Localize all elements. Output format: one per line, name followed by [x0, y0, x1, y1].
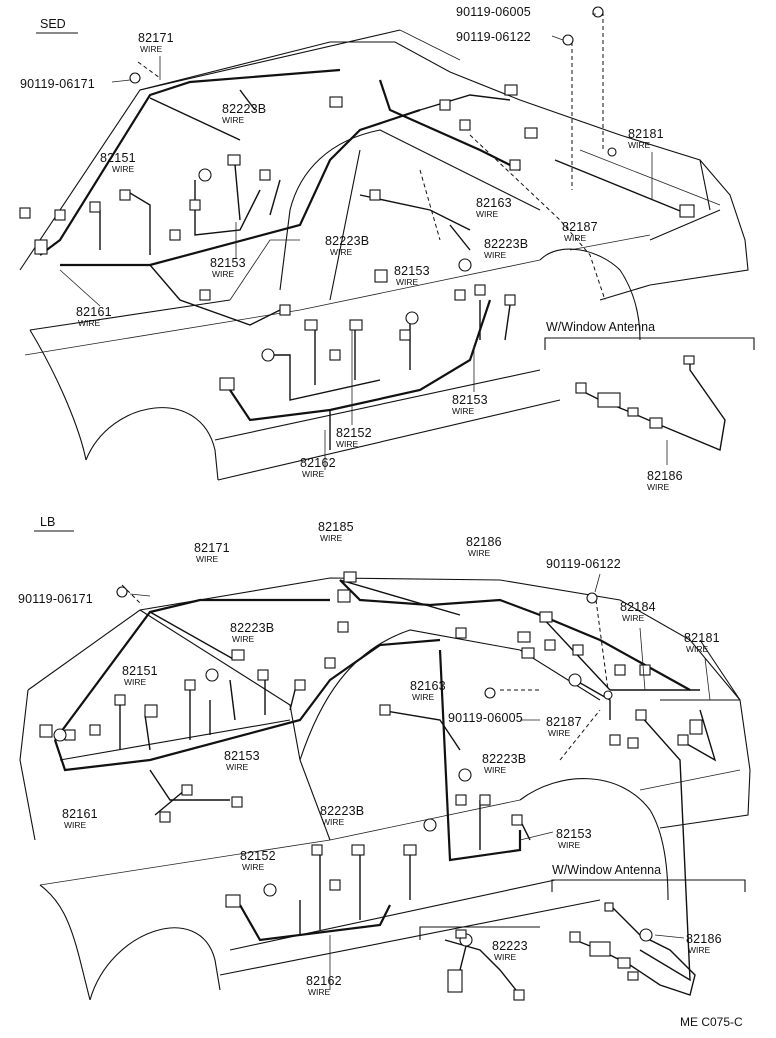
lb-sub-82184: WIRE: [622, 613, 645, 623]
sed-label-82223b-a: 82223B: [222, 102, 266, 116]
lb-label-82153-a: 82153: [224, 749, 260, 763]
sed-car-body: [19, 29, 749, 481]
sed-label-90119-06005: 90119-06005: [456, 5, 531, 19]
sed-sub-82153-b: WIRE: [396, 277, 419, 287]
lb-sub-82185: WIRE: [320, 533, 343, 543]
lb-sub-82223b-b: WIRE: [484, 765, 507, 775]
lb-sub-82171: WIRE: [196, 554, 219, 564]
sed-sub-82153-a: WIRE: [212, 269, 235, 279]
sed-window-antenna-box: W/Window Antenna: [544, 320, 755, 465]
lb-label-82186-b: 82186: [686, 932, 722, 946]
lb-label-90119-06005: 90119-06005: [448, 711, 523, 725]
sed-label-82153-c: 82153: [452, 393, 488, 407]
sed-sub-82223b-c: WIRE: [484, 250, 507, 260]
lb-sub-82162: WIRE: [308, 987, 331, 997]
sed-label-82152: 82152: [336, 426, 372, 440]
sed-option-label: W/Window Antenna: [546, 320, 655, 334]
sed-label-82153-b: 82153: [394, 264, 430, 278]
sed-sub-82163: WIRE: [476, 209, 499, 219]
sed-label-82162: 82162: [300, 456, 336, 470]
lb-harness: [53, 579, 717, 996]
sed-leader-lines: [59, 13, 653, 470]
sed-label-90119-06171: 90119-06171: [20, 77, 95, 91]
sed-sub-82162: WIRE: [302, 469, 325, 479]
lb-section-title: LB: [40, 515, 55, 529]
sed-harness: [39, 12, 691, 450]
sed-label-82181: 82181: [628, 127, 664, 141]
lb-label-82184: 82184: [620, 600, 656, 614]
sed-label-82161: 82161: [76, 305, 112, 319]
lb-labels: 82185 WIRE 82186 WIRE 82171 WIRE 90119-0…: [18, 520, 722, 997]
lb-label-82152: 82152: [240, 849, 276, 863]
lb-sub-82186-b: WIRE: [688, 945, 711, 955]
lb-label-82161: 82161: [62, 807, 98, 821]
lb-sub-82181: WIRE: [686, 644, 709, 654]
lb-82223-inset: [419, 926, 540, 1001]
sed-label-82171: 82171: [138, 31, 174, 45]
sed-label-82186: 82186: [647, 469, 683, 483]
sed-label-82187: 82187: [562, 220, 598, 234]
sed-section: SED: [19, 5, 755, 492]
lb-label-82187: 82187: [546, 715, 582, 729]
sed-sub-82186: WIRE: [647, 482, 670, 492]
lb-label-82223b-b: 82223B: [482, 752, 526, 766]
sed-sub-82181: WIRE: [628, 140, 651, 150]
lb-label-82186-a: 82186: [466, 535, 502, 549]
lb-sub-82187: WIRE: [548, 728, 571, 738]
lb-label-82151: 82151: [122, 664, 158, 678]
sed-label-82153-a: 82153: [210, 256, 246, 270]
sed-sub-82171: WIRE: [140, 44, 163, 54]
lb-label-82153-b: 82153: [556, 827, 592, 841]
lb-sub-82153-a: WIRE: [226, 762, 249, 772]
lb-sub-82186-a: WIRE: [468, 548, 491, 558]
lb-label-82223b-c: 82223B: [320, 804, 364, 818]
lb-label-90119-06122: 90119-06122: [546, 557, 621, 571]
lb-label-82223: 82223: [492, 939, 528, 953]
sed-sub-82161: WIRE: [78, 318, 101, 328]
sed-sub-82223b-b: WIRE: [330, 247, 353, 257]
lb-label-82162: 82162: [306, 974, 342, 988]
footer-code: ME C075-C: [680, 1015, 743, 1029]
lb-sub-82152: WIRE: [242, 862, 265, 872]
lb-sub-82153-b: WIRE: [558, 840, 581, 850]
sed-label-82163: 82163: [476, 196, 512, 210]
sed-label-82223b-b: 82223B: [325, 234, 369, 248]
sed-label-82151: 82151: [100, 151, 136, 165]
sed-section-title: SED: [40, 17, 66, 31]
lb-window-antenna-box: W/Window Antenna: [551, 863, 746, 996]
sed-label-82223b-c: 82223B: [484, 237, 528, 251]
lb-section: LB: [18, 13, 751, 1001]
lb-label-90119-06171: 90119-06171: [18, 592, 93, 606]
sed-sub-82152: WIRE: [336, 439, 359, 449]
lb-label-82171: 82171: [194, 541, 230, 555]
lb-sub-82151: WIRE: [124, 677, 147, 687]
lb-label-82185: 82185: [318, 520, 354, 534]
lb-label-82163: 82163: [410, 679, 446, 693]
sed-connectors: [19, 6, 695, 391]
sed-sub-82153-c: WIRE: [452, 406, 475, 416]
lb-label-82223b-a: 82223B: [230, 621, 274, 635]
lb-leader-lines: [129, 573, 711, 990]
sed-label-90119-06122: 90119-06122: [456, 30, 531, 44]
lb-sub-82161: WIRE: [64, 820, 87, 830]
sed-labels: 90119-06005 90119-06122 90119-06171 8217…: [20, 5, 683, 492]
sed-sub-82187: WIRE: [564, 233, 587, 243]
sed-sub-82223b-a: WIRE: [222, 115, 245, 125]
sed-sub-82151: WIRE: [112, 164, 135, 174]
lb-label-82181: 82181: [684, 631, 720, 645]
lb-sub-82223b-c: WIRE: [322, 817, 345, 827]
lb-sub-82223: WIRE: [494, 952, 517, 962]
lb-connectors: [39, 571, 703, 908]
lb-car-body: [19, 577, 751, 1001]
lb-option-label: W/Window Antenna: [552, 863, 661, 877]
lb-sub-82163: WIRE: [412, 692, 435, 702]
lb-sub-82223b-a: WIRE: [232, 634, 255, 644]
